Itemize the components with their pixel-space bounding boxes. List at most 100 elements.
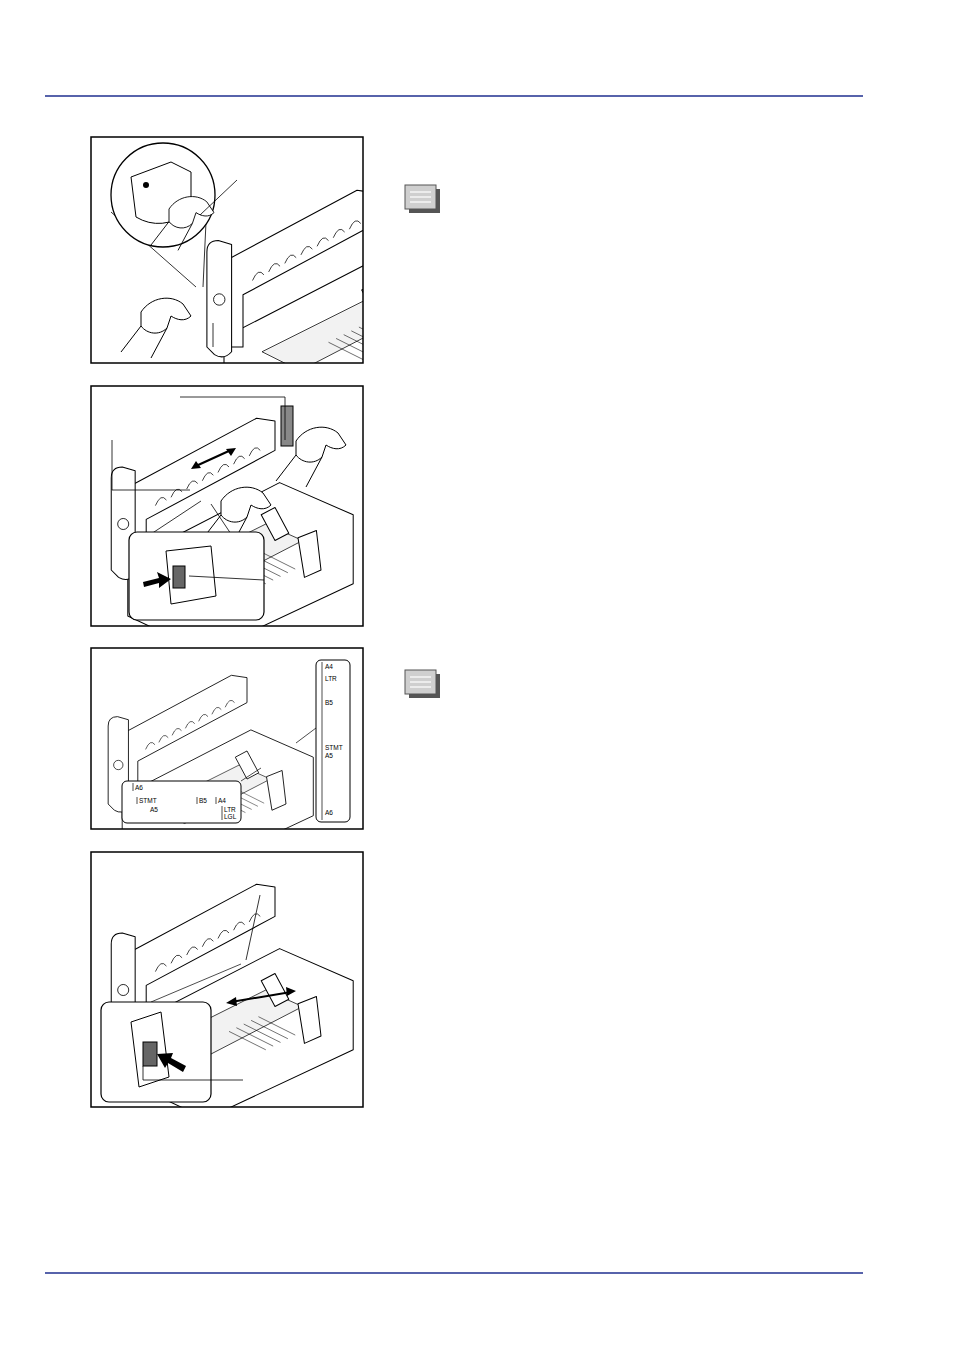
wall-rib — [159, 735, 168, 742]
zoomed-lock — [143, 182, 149, 188]
cover-knob — [118, 984, 129, 995]
zoom-lead — [151, 964, 241, 1002]
wall-rib — [349, 221, 360, 229]
zoomed-guide — [166, 546, 216, 604]
wall-rib — [155, 963, 166, 971]
tray-end-cover — [207, 241, 232, 357]
wall-rib — [199, 714, 208, 721]
figure-frame — [91, 137, 363, 363]
width-guide — [261, 973, 289, 1006]
note-icon-line — [410, 676, 431, 677]
leader-line — [112, 440, 190, 490]
footer-rule — [45, 1272, 863, 1274]
zoomed-guide — [131, 1012, 169, 1087]
scale-inset — [316, 660, 350, 822]
scale-line — [322, 662, 323, 820]
length-guide — [298, 530, 321, 577]
zoom-lead — [211, 504, 231, 534]
size-label: A5 — [325, 752, 333, 759]
size-label: A6 — [135, 784, 143, 791]
wall-rib — [187, 947, 198, 955]
zoom-lead — [151, 501, 201, 534]
plate-hatch — [236, 1028, 273, 1046]
release-lever — [143, 1042, 157, 1066]
wall-rib — [202, 473, 213, 481]
size-label: LGL — [224, 813, 236, 820]
wall-rib — [187, 481, 198, 489]
scale-tick — [133, 783, 134, 791]
wall-rib — [218, 464, 229, 472]
plate-hatch — [258, 1017, 295, 1035]
note-icon-line — [410, 191, 431, 192]
wall-rib — [218, 930, 229, 938]
leader-line — [180, 397, 285, 440]
length-guide — [267, 770, 287, 810]
leader-line — [189, 576, 264, 580]
wall-rib — [269, 263, 280, 271]
magnifier-lead — [203, 222, 206, 287]
leader-line — [213, 323, 214, 347]
cover-knob — [118, 518, 129, 529]
note-icon-line — [410, 201, 431, 202]
wall-rib — [146, 742, 155, 749]
hand — [221, 487, 271, 522]
wall-rib — [253, 272, 264, 280]
cover-knob — [214, 294, 225, 305]
wall-rib — [202, 939, 213, 947]
size-label: A6 — [325, 809, 333, 816]
wall-rib — [333, 229, 344, 237]
figure-frame — [91, 648, 363, 829]
wall-rib — [171, 955, 182, 963]
size-label: B5 — [325, 699, 333, 706]
leader-line — [246, 895, 260, 960]
wall-rib — [234, 922, 245, 930]
plate-hatch — [244, 1024, 281, 1042]
note-icon — [405, 670, 436, 694]
wall-rib — [212, 707, 221, 714]
width-guide — [261, 507, 289, 540]
note-icon-line — [410, 681, 431, 682]
lift-plate — [262, 300, 363, 364]
wall-rib — [155, 497, 166, 505]
sleeve — [151, 222, 192, 251]
scale-tick — [137, 797, 138, 804]
hand — [296, 427, 346, 462]
width-guide — [235, 751, 258, 779]
wall-rib — [285, 255, 296, 263]
wall-rib — [317, 238, 328, 246]
plate-hatch — [329, 342, 364, 361]
cover-knob — [114, 760, 123, 769]
scale-tick — [197, 797, 198, 804]
figure-frame — [91, 386, 363, 626]
wall-rib — [301, 246, 312, 254]
size-label: A4 — [325, 663, 333, 670]
push-arrow — [143, 572, 171, 588]
arrow-head — [226, 987, 296, 1006]
zoom-lead — [296, 728, 316, 743]
length-guide — [298, 996, 321, 1043]
guide-tab — [281, 406, 293, 446]
size-label: STMT — [325, 744, 343, 751]
plate-hatch — [344, 335, 363, 354]
size-label: LTR — [224, 806, 236, 813]
magnifier-circle — [111, 143, 215, 247]
double-arrow — [231, 992, 291, 1002]
sleeve — [121, 326, 167, 358]
header-rule — [45, 95, 863, 97]
scale-tick — [216, 797, 217, 804]
release-lever — [173, 566, 185, 588]
push-arrow — [157, 1053, 186, 1072]
plate-hatch — [336, 338, 363, 357]
size-label: A5 — [150, 806, 158, 813]
zoom-inset — [101, 1002, 211, 1102]
hand — [169, 197, 214, 228]
wall-rib — [185, 721, 194, 728]
leader-line — [200, 180, 237, 215]
scale-tick — [222, 806, 223, 820]
plate-hatch — [229, 1031, 266, 1049]
note-icon-line — [410, 196, 431, 197]
wall-rib — [234, 456, 245, 464]
arrow-head — [191, 448, 236, 469]
